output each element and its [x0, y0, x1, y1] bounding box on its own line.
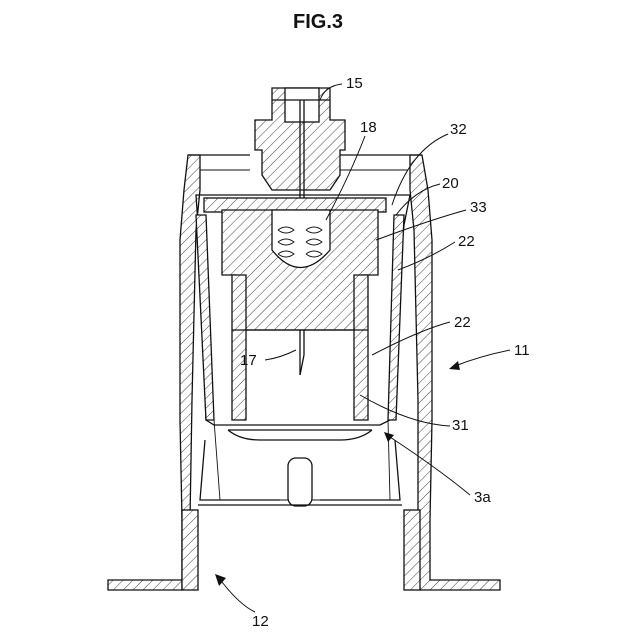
label-3a: 3a: [474, 489, 491, 506]
figure-title: FIG.3: [293, 11, 343, 33]
label-15: 15: [346, 75, 363, 92]
label-18: 18: [360, 119, 377, 136]
label-11: 11: [514, 342, 530, 359]
label-17: 17: [240, 352, 257, 369]
label-20: 20: [442, 175, 459, 192]
label-12: 12: [252, 613, 269, 630]
label-31: 31: [452, 417, 469, 434]
label-22-lower: 22: [454, 314, 471, 331]
label-33: 33: [470, 199, 487, 216]
lower-section: [198, 440, 402, 506]
label-32: 32: [450, 121, 467, 138]
label-22-upper: 22: [458, 233, 475, 250]
